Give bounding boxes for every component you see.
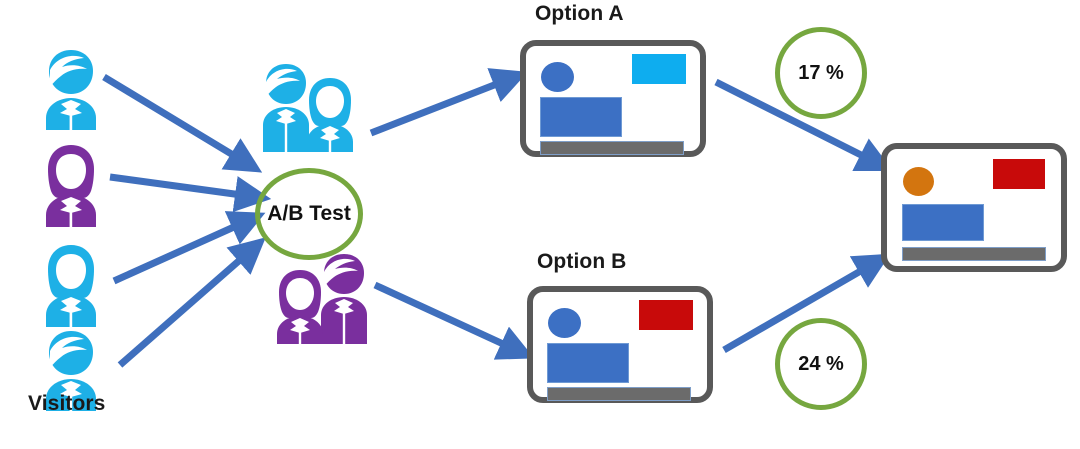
visitor-icon-male-1 (46, 50, 96, 130)
visitor-icon-male-2 (46, 331, 96, 411)
option-a-conversion-badge: 17 % (775, 27, 867, 119)
ab-test-hub[interactable]: A/B Test (255, 168, 363, 260)
option-b-conversion-badge: 24 % (775, 318, 867, 410)
arrow-visitor-2-to-hub (109, 173, 272, 213)
option-b-footer-bar (547, 387, 691, 401)
option-b-card[interactable] (527, 286, 713, 403)
arrow-visitor-3-to-hub (112, 211, 266, 285)
option-a-accent-block (632, 54, 686, 84)
visitors-label: Visitors (28, 392, 106, 415)
arrow-hub-to-option-b (373, 281, 535, 360)
group-icon-blue (263, 64, 353, 152)
option-a-conversion-value: 17 % (798, 61, 844, 84)
option-b-content-block (547, 343, 629, 383)
option-b-accent-block (639, 300, 693, 330)
option-a-card[interactable] (520, 40, 706, 157)
option-a-footer-bar (540, 141, 684, 155)
result-avatar-dot (903, 167, 934, 196)
option-b-avatar-dot (548, 308, 581, 338)
result-card[interactable] (881, 143, 1067, 272)
arrow-hub-to-option-a (369, 68, 528, 137)
result-content-block (902, 204, 984, 241)
option-a-label: Option A (535, 2, 624, 25)
group-icon-purple (277, 254, 367, 344)
result-accent-block (993, 159, 1045, 189)
visitor-icon-female-1 (46, 145, 96, 227)
result-footer-bar (902, 247, 1046, 261)
option-b-conversion-value: 24 % (798, 352, 844, 375)
arrow-visitor-1-to-hub (102, 74, 263, 173)
visitor-icon-female-2 (46, 245, 96, 327)
arrow-visitor-4-to-hub (117, 237, 266, 368)
ab-test-label: A/B Test (267, 202, 351, 225)
option-a-content-block (540, 97, 622, 137)
option-b-label: Option B (537, 250, 627, 273)
option-a-avatar-dot (541, 62, 574, 92)
